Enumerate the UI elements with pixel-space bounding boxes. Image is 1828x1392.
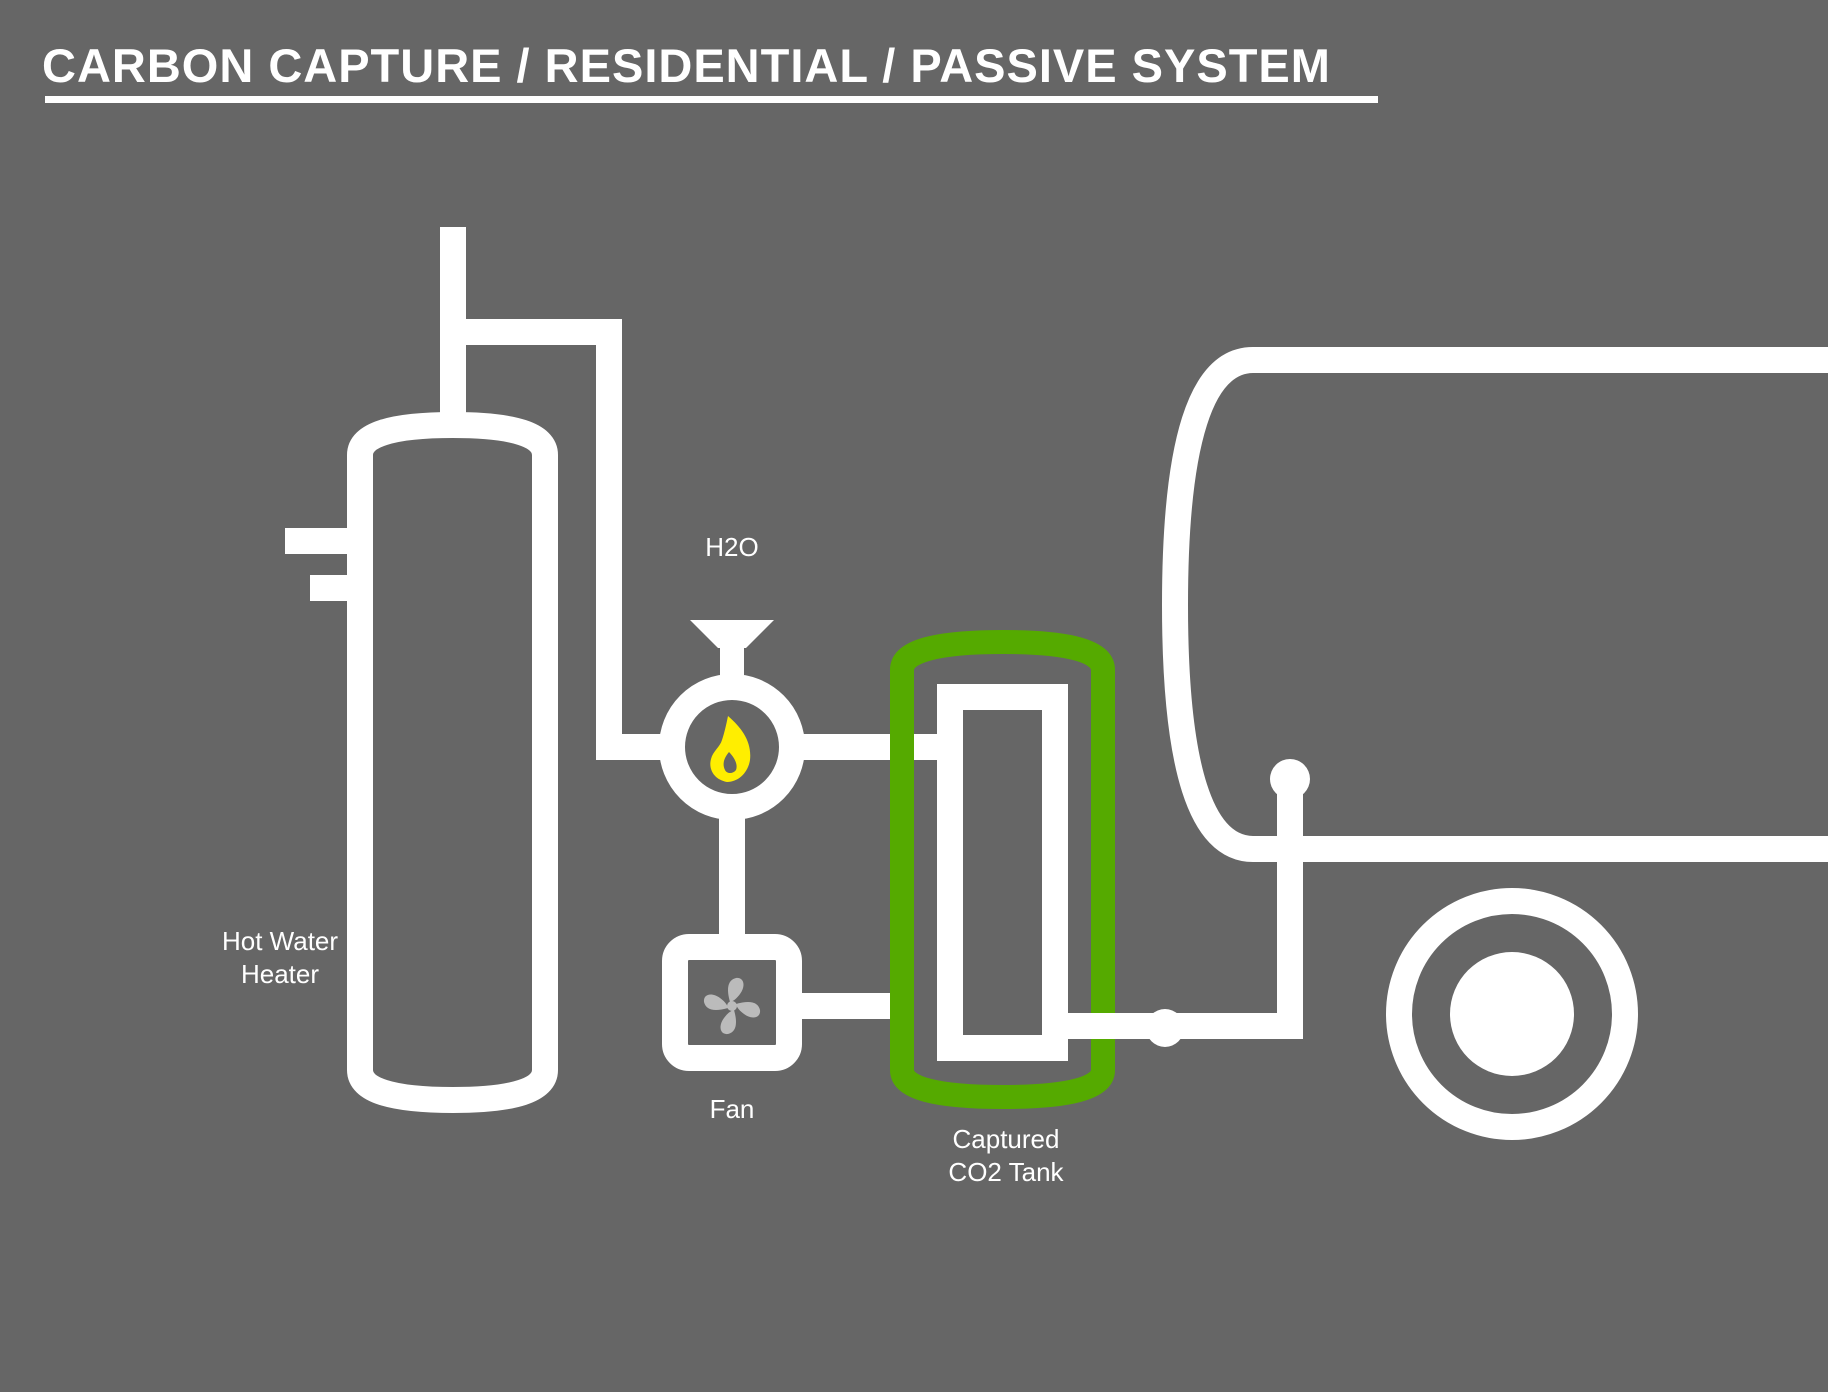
hot-water-heater-body (347, 411, 558, 1114)
funnel-icon (690, 620, 774, 648)
captured-co2-tank (890, 629, 1115, 1110)
h2o-label: H2O (705, 532, 758, 562)
burner-unit (659, 674, 805, 820)
outlet-pipe (1068, 759, 1310, 1047)
supply-pipe (453, 319, 662, 760)
truck-wheel-outer (1386, 888, 1638, 1140)
fan-label: Fan (710, 1094, 755, 1124)
h2o-inlet-pipe (720, 645, 744, 689)
hot-water-heater-label-line2: Heater (241, 959, 319, 989)
flame-icon (710, 716, 751, 782)
title-underline (45, 96, 1378, 103)
truck-tank-body (1161, 347, 1828, 862)
hot-water-heater (347, 411, 558, 1114)
captured-tank-outline (890, 629, 1115, 1110)
page-title: CARBON CAPTURE / RESIDENTIAL / PASSIVE S… (42, 39, 1331, 92)
fan-icon (703, 977, 761, 1035)
fan-unit (662, 934, 802, 1071)
tank-to-truck-pipe (1068, 790, 1303, 1039)
hot-water-heater-label-line1: Hot Water (222, 926, 338, 956)
h2o-inlet (690, 620, 774, 689)
fan-box (662, 934, 802, 1071)
truck-inlet-valve (1270, 759, 1310, 799)
captured-tank-cartridge (937, 684, 1068, 1061)
captured-tank-label-line2: CO2 Tank (948, 1157, 1064, 1187)
truck-wheel-hub (1450, 952, 1574, 1076)
heater-stub-upper (285, 528, 349, 554)
heater-stub-lower (310, 575, 349, 601)
pipe-junction (1146, 1009, 1184, 1047)
truck-tanker (1161, 347, 1828, 1140)
captured-tank-label-line1: Captured (953, 1124, 1060, 1154)
